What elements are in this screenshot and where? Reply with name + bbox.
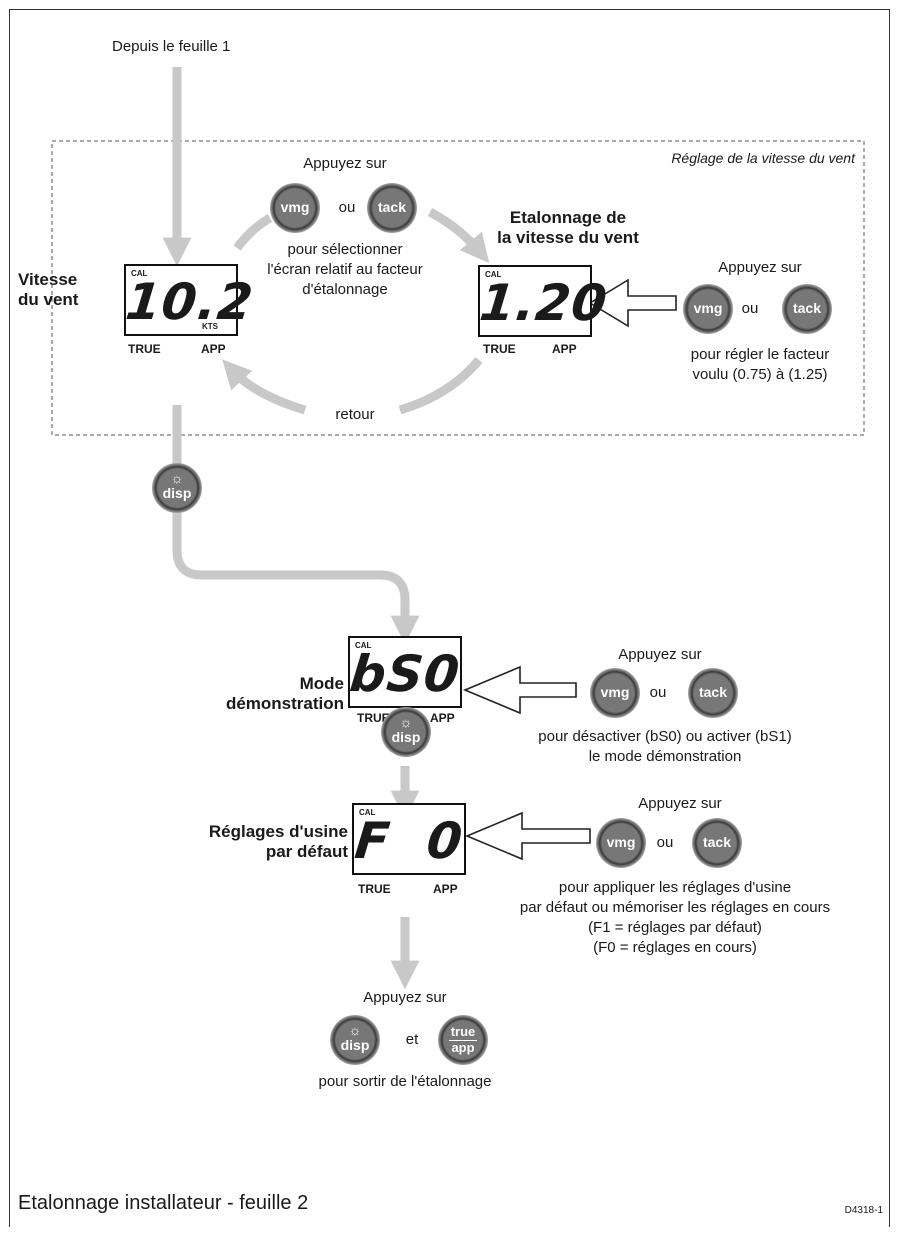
wind-speed-display: CAL 10.2 KTS [122,264,257,336]
select-caption: pour sélectionner l'écran relatif au fac… [267,241,423,298]
demo-mode-display: CAL bS0 [347,636,463,708]
vmg-button[interactable]: vmg [683,284,733,334]
press-label-factory: Appuyez sur [638,795,722,812]
demo-mode-caption: pour désactiver (bS0) ou activer (bS1) l… [538,728,792,765]
app-label: APP [201,342,226,356]
app-label: APP [552,342,577,356]
vmg-button[interactable]: vmg [596,818,646,868]
wind-speed-label: Vitesse du vent [18,270,79,309]
press-label-exit: Appuyez sur [363,989,447,1006]
flow-arrow-to-demo [172,405,420,645]
press-label-adjust: Appuyez sur [718,259,802,276]
app-label: APP [433,882,458,896]
disp-button[interactable]: ☼disp [152,463,202,513]
section-title: Réglage de la vitesse du vent [671,150,855,166]
page-frame [9,9,890,1227]
true-label: TRUE [357,711,390,725]
calibration-display: CAL 1.20 [476,265,611,337]
factory-label: Réglages d'usine par défaut [208,822,348,861]
flow-arrow-return-left [222,359,307,415]
press-label-demo: Appuyez sur [618,646,702,663]
tack-button[interactable]: tack [367,183,417,233]
factory-caption: pour appliquer les réglages d'usine par … [519,879,831,956]
pointer-arrow-demo [462,665,577,715]
true-label: TRUE [483,342,516,356]
calibration-label: Etalonnage de la vitesse du vent [497,208,639,247]
or-label: ou [741,300,759,317]
app-label: APP [430,711,455,725]
figure-code: D4318-1 [844,1205,883,1216]
section-box [51,140,865,436]
flow-arrow-return-right [398,357,483,415]
demo-mode-value: bS0 [347,645,463,703]
pointer-arrow-factory [464,811,591,861]
tack-button[interactable]: tack [692,818,742,868]
vmg-button[interactable]: vmg [270,183,320,233]
disp-button[interactable]: ☼disp [330,1015,380,1065]
disp-button[interactable]: ☼disp [381,707,431,757]
and-label: et [405,1031,419,1048]
factory-value: F 0 [352,812,466,870]
return-label: retour [335,406,375,423]
tack-button[interactable]: tack [782,284,832,334]
source-label: Depuis le feuille 1 [112,38,231,55]
true-label: TRUE [358,882,391,896]
footer-title: Etalonnage installateur - feuille 2 [18,1192,309,1214]
light-icon: ☼ [170,470,184,486]
or-label: ou [649,684,667,701]
vmg-button[interactable]: vmg [590,668,640,718]
or-label: ou [338,199,356,216]
or-label: ou [656,834,674,851]
light-icon: ☼ [399,714,413,730]
flow-arrow-to-select [233,214,273,251]
demo-mode-label: Mode démonstration [225,674,344,713]
flow-arrow-to-calibration [427,208,490,264]
pointer-arrow-calibration [588,278,677,328]
factory-display: CAL F 0 [352,803,466,875]
light-icon: ☼ [348,1022,362,1038]
calibration-value: 1.20 [476,274,611,332]
press-label-select: Appuyez sur [303,155,387,172]
wind-speed-value: 10.2 [122,273,257,331]
adjust-caption: pour régler le facteur voulu (0.75) à (1… [690,346,830,383]
tack-button[interactable]: tack [688,668,738,718]
true-label: TRUE [128,342,161,356]
exit-caption: pour sortir de l'étalonnage [318,1073,492,1090]
